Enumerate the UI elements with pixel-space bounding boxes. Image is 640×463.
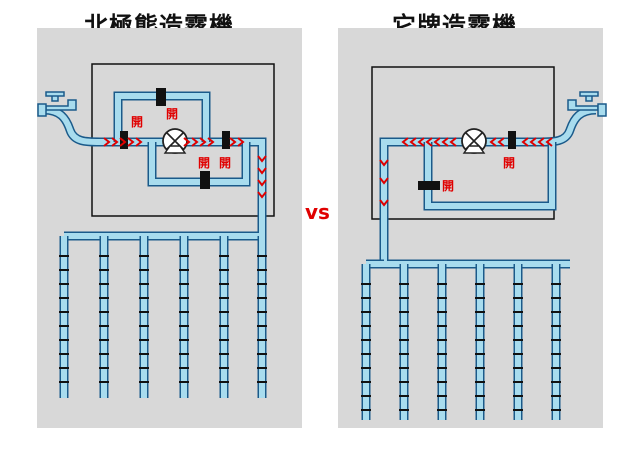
vs-label: vs <box>305 200 330 224</box>
flow-arrow <box>417 137 425 147</box>
right-pipe-network <box>361 105 597 420</box>
flow-arrow <box>409 137 417 147</box>
right-pump-icon <box>461 128 487 154</box>
flow-arrow <box>433 137 441 147</box>
flow-arrow <box>237 137 245 147</box>
flow-arrow <box>135 137 143 147</box>
left-pipe-network <box>43 91 267 398</box>
flow-arrow <box>257 167 267 175</box>
left-faucet-icon <box>37 91 77 117</box>
flow-arrow <box>257 155 267 163</box>
flow-arrow <box>191 137 199 147</box>
flow-arrow <box>229 137 237 147</box>
left-valve-bypass <box>200 171 210 189</box>
flow-arrow <box>119 137 127 147</box>
flow-arrow <box>449 137 457 147</box>
flow-arrow <box>425 137 433 147</box>
flow-arrow <box>521 137 529 147</box>
flow-arrow <box>199 137 207 147</box>
left-flow-arrows <box>103 137 267 199</box>
flow-arrow <box>127 137 135 147</box>
right-valve-bypass <box>418 181 440 190</box>
bypass-pipe <box>425 142 555 209</box>
flow-arrow <box>497 137 505 147</box>
right-valve-label: 開 <box>442 179 454 193</box>
left-valve-label: 開 <box>219 156 231 170</box>
main-pipe <box>43 107 265 239</box>
flow-arrow <box>257 191 267 199</box>
left-valve-top <box>156 88 166 106</box>
flow-arrow <box>111 137 119 147</box>
flow-arrow <box>379 199 389 207</box>
left-valve-outlet <box>222 131 230 149</box>
left-valve-label: 開 <box>131 115 143 129</box>
flow-arrow <box>537 137 545 147</box>
flow-arrow <box>183 137 191 147</box>
flow-arrow <box>529 137 537 147</box>
right-flow-arrows <box>379 137 553 207</box>
flow-arrow <box>379 177 389 185</box>
flow-arrow <box>441 137 449 147</box>
flow-arrow <box>207 137 215 147</box>
right-panel-background <box>338 28 603 428</box>
left-nozzles <box>59 255 267 383</box>
left-valve-label: 開 <box>166 107 178 121</box>
bypass-bottom-pipe <box>149 142 249 185</box>
left-valve-label: 開 <box>198 156 210 170</box>
left-pump-icon <box>162 128 188 154</box>
right-faucet-icon <box>567 91 607 117</box>
flow-arrow <box>545 137 553 147</box>
right-valve-inlet <box>508 131 516 149</box>
flow-arrow <box>103 137 111 147</box>
flow-arrow <box>489 137 497 147</box>
flow-arrow <box>257 179 267 187</box>
flow-arrow <box>379 159 389 167</box>
flow-arrow <box>401 137 409 147</box>
right-nozzles <box>361 283 561 411</box>
right-valve-label: 開 <box>503 156 515 170</box>
